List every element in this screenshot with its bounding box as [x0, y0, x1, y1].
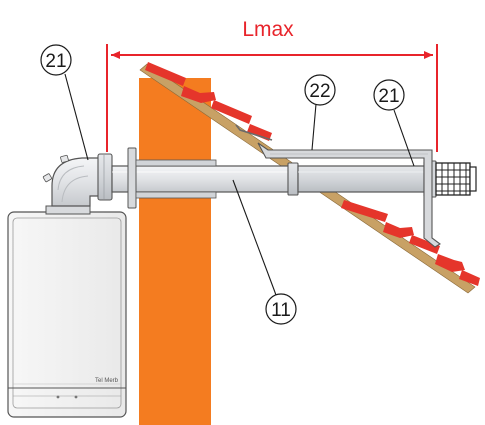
boiler-badge: Tel Merb — [95, 378, 119, 384]
callout-extension-pipe: 11 — [232, 179, 297, 325]
terminal-grille — [435, 162, 477, 196]
callout-label: 21 — [45, 51, 66, 72]
boiler: Tel Merb — [7, 211, 127, 418]
roof-tiles-lower — [341, 200, 480, 286]
dimension-label: Lmax — [242, 18, 294, 41]
callout-support-bracket: 22 — [304, 74, 336, 151]
callout-terminal-end: 21 — [373, 79, 415, 167]
roof-tiles-upper — [145, 62, 273, 141]
callout-label: 21 — [378, 86, 399, 107]
wall — [139, 78, 211, 425]
pipe-joint — [287, 162, 299, 196]
callout-boiler-elbow: 21 — [40, 44, 89, 161]
callout-label: 11 — [271, 300, 291, 321]
flue-elbow — [42, 153, 113, 207]
support-bracket — [257, 142, 441, 248]
terminal-pipe — [297, 160, 437, 198]
callout-label: 22 — [309, 81, 330, 102]
dimension-lmax: Lmax — [106, 18, 438, 152]
boiler-flue-collar — [45, 205, 91, 215]
extension-pipe — [111, 165, 293, 193]
wall-flange — [127, 147, 217, 209]
